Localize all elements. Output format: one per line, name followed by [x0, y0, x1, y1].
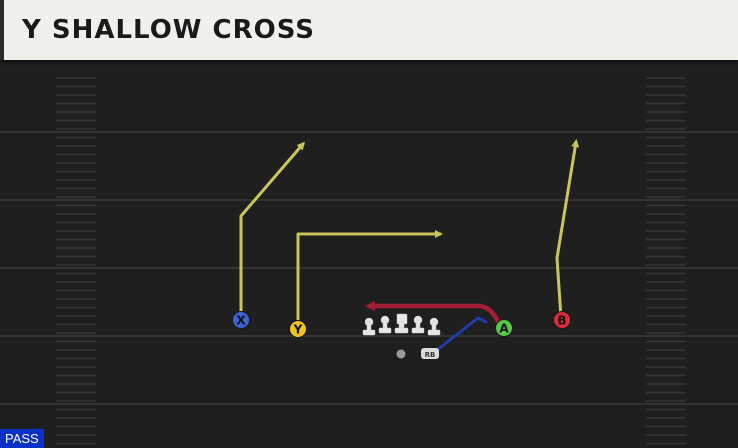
- yard-lines: [0, 131, 738, 405]
- rb-marker[interactable]: RB: [421, 348, 439, 359]
- player-b-marker[interactable]: B: [553, 311, 571, 329]
- play-type-badge: PASS: [0, 429, 44, 448]
- x-route-post: [239, 141, 305, 320]
- player-a-marker[interactable]: A: [495, 319, 513, 337]
- lineman-rt: [427, 317, 441, 336]
- offensive-line: [362, 313, 441, 336]
- rb-route-flat: [430, 316, 488, 356]
- play-title: Y SHALLOW CROSS: [22, 15, 316, 45]
- lineman-c: [394, 313, 409, 334]
- hash-marks: [56, 77, 686, 445]
- y-route-out: [296, 230, 443, 328]
- player-x-label: X: [236, 314, 246, 328]
- lineman-lt: [362, 317, 376, 336]
- player-b-label: B: [557, 314, 566, 328]
- player-y-label: Y: [293, 323, 303, 337]
- rb-label: RB: [425, 351, 436, 359]
- lineman-rg: [411, 315, 425, 334]
- lineman-lg: [378, 315, 392, 334]
- player-a-label: A: [499, 322, 509, 336]
- player-x-marker[interactable]: X: [232, 311, 250, 329]
- play-title-header: Y SHALLOW CROSS: [0, 0, 738, 60]
- player-y-marker[interactable]: Y: [289, 320, 307, 338]
- b-route-go: [555, 139, 580, 320]
- quarterback-marker: [396, 349, 406, 359]
- play-field: RB X Y A B: [0, 77, 738, 445]
- routes: [239, 139, 580, 356]
